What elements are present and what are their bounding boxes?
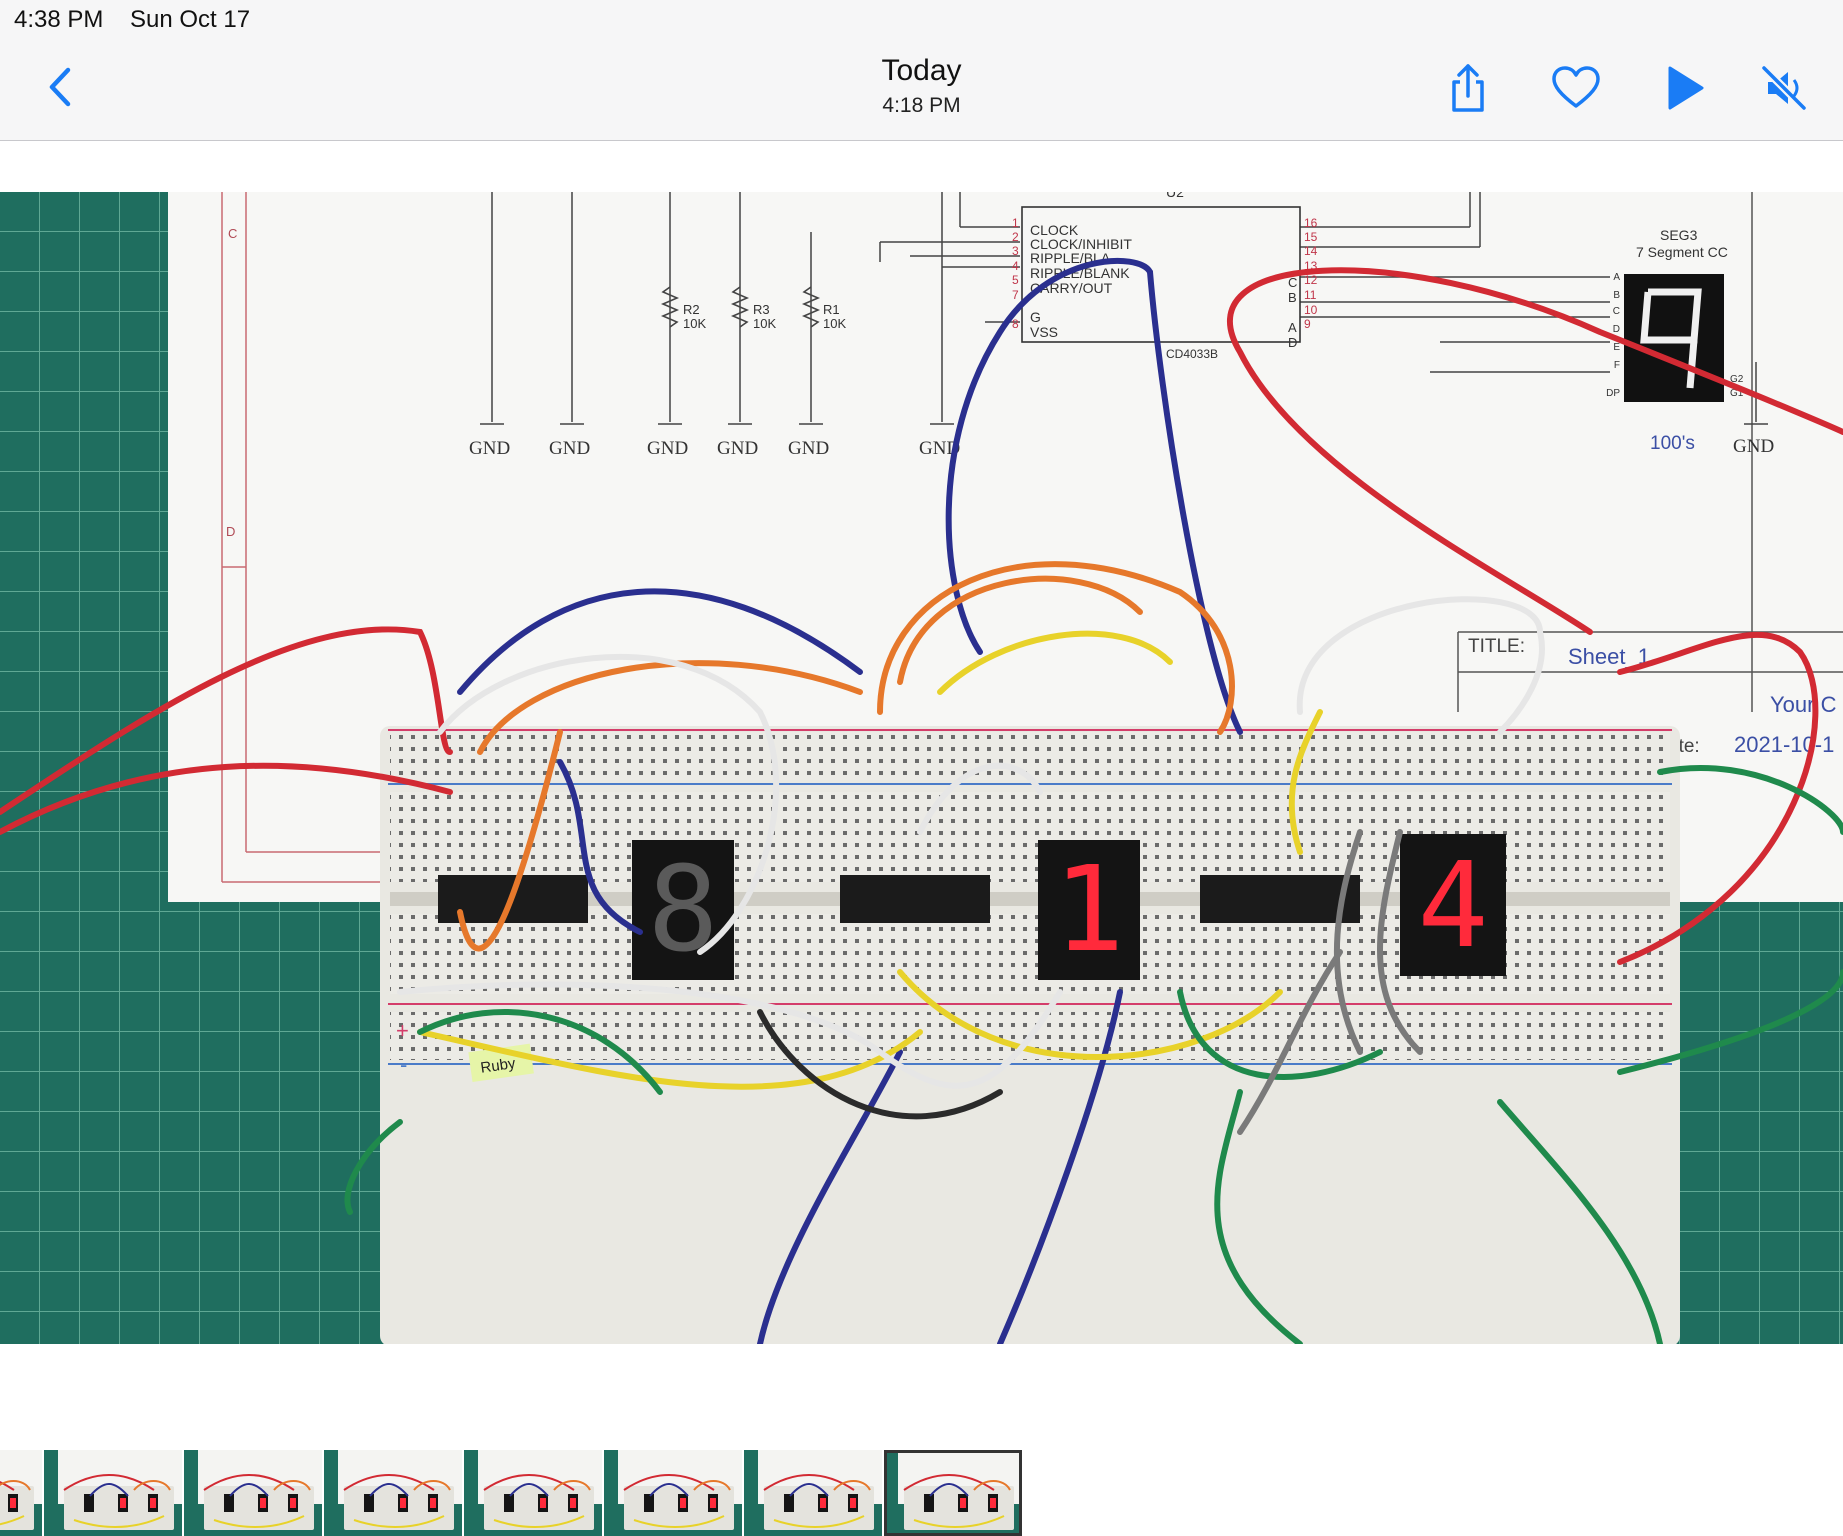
seg3-type: 7 Segment CC	[1636, 244, 1728, 260]
ic-pin9: 9	[1304, 317, 1311, 331]
ic-pin4: 4	[1012, 259, 1019, 273]
ic-pin16: 16	[1304, 216, 1318, 230]
display-middle-digit: 1	[1053, 840, 1124, 978]
border-label-c: C	[228, 226, 237, 241]
ic-pin15: 15	[1304, 230, 1318, 244]
status-time: 4:38 PM	[14, 6, 104, 33]
title-block-company: Your C	[1770, 692, 1837, 717]
gnd-label-4: GND	[717, 438, 758, 459]
ic-pin11: 11	[1304, 288, 1317, 302]
display-middle: 1	[1038, 840, 1140, 980]
schematic-seg3: SEG3 7 Segment CC A B C D E F DP G2 G1	[1606, 227, 1744, 454]
heart-icon	[1552, 66, 1600, 108]
filmstrip-thumb[interactable]	[744, 1450, 882, 1536]
back-button[interactable]	[36, 62, 86, 112]
ic-out-b: B	[1288, 290, 1297, 305]
seg3-pin-d: D	[1613, 324, 1620, 335]
resistor-r3-label: R3	[753, 302, 770, 317]
share-button[interactable]	[1440, 60, 1496, 116]
seg3-caption: 100's	[1650, 433, 1695, 454]
seg3-pin-f: F	[1614, 360, 1620, 371]
jumper-wires	[0, 257, 1843, 1347]
ic-pin-vss: VSS	[1030, 324, 1058, 340]
ic-pin14: 14	[1304, 244, 1318, 258]
ic-ref-label: U2	[1166, 192, 1184, 200]
filmstrip[interactable]	[0, 1450, 1030, 1536]
ic-pin-g: G	[1030, 309, 1041, 325]
resistor-r1-label: R1	[823, 302, 840, 317]
mute-button[interactable]	[1756, 60, 1812, 116]
filmstrip-thumb[interactable]	[324, 1450, 462, 1536]
resistor-r2-label: R2	[683, 302, 700, 317]
gnd-label-5: GND	[788, 438, 829, 459]
filmstrip-thumb[interactable]	[604, 1450, 742, 1536]
gnd-label-6: GND	[919, 438, 960, 459]
circuit-photo: R2 10K R3 10K R1 10K GND GND GND GND GND…	[0, 184, 1843, 1347]
seg3-pin-a: A	[1613, 272, 1620, 283]
ic-out-a: A	[1288, 320, 1297, 335]
ic-pin-clock-inhibit: CLOCK/INHIBIT	[1030, 236, 1132, 252]
display-right-digit: 4	[1417, 836, 1488, 974]
play-icon	[1668, 66, 1704, 110]
rail-plus-label: +	[396, 1018, 409, 1043]
seg3-pin-c: C	[1613, 306, 1620, 317]
ic-pin1: 1	[1012, 216, 1019, 230]
seg3-pin-b: B	[1613, 290, 1620, 301]
ic-pin2: 2	[1012, 230, 1019, 244]
nav-subtitle: 4:18 PM	[882, 94, 961, 117]
seg3-pin-g1: G1	[1730, 388, 1744, 399]
title-block-title-label: TITLE:	[1468, 636, 1525, 657]
nav-bar: Today 4:18 PM	[0, 40, 1843, 141]
ic-out-c: C	[1288, 275, 1297, 290]
seg3-pin-g2: G2	[1730, 374, 1744, 385]
display-left-digit: 8	[647, 840, 718, 978]
favorite-button[interactable]	[1548, 60, 1604, 116]
filmstrip-thumb[interactable]	[464, 1450, 602, 1536]
ic-pin12: 12	[1304, 273, 1318, 287]
title-block-date-value: 2021-10-1	[1734, 732, 1834, 757]
ic-pin8: 8	[1012, 317, 1019, 331]
ic-pin3: 3	[1012, 244, 1019, 258]
gnd-label-3: GND	[647, 438, 688, 459]
resistor-r1-value: 10K	[823, 316, 846, 331]
share-icon	[1452, 64, 1484, 112]
border-label-d: D	[226, 524, 235, 539]
gnd-label-2: GND	[549, 438, 590, 459]
seg3-name: SEG3	[1660, 227, 1698, 243]
ic-name: CD4033B	[1166, 347, 1218, 361]
display-right: 4	[1400, 834, 1506, 976]
filmstrip-thumb[interactable]	[0, 1450, 42, 1536]
ic-pin-clock: CLOCK	[1030, 222, 1079, 238]
ic-chip-3	[1200, 875, 1360, 923]
board-note-text: Ruby	[479, 1055, 517, 1077]
filmstrip-thumb[interactable]	[44, 1450, 182, 1536]
seg3-pin-dp: DP	[1606, 388, 1620, 399]
ic-chip-2	[840, 875, 990, 923]
breadboard: + - 8 1 4 Ruby	[380, 726, 1680, 1346]
gnd-label-7: GND	[1733, 436, 1774, 457]
ic-pin5: 5	[1012, 273, 1019, 287]
resistor-r2-value: 10K	[683, 316, 706, 331]
gnd-label-1: GND	[469, 438, 510, 459]
photo-view[interactable]: R2 10K R3 10K R1 10K GND GND GND GND GND…	[0, 184, 1843, 1347]
status-date: Sun Oct 17	[130, 6, 251, 33]
filmstrip-thumb[interactable]	[884, 1450, 1022, 1536]
filmstrip-thumb[interactable]	[184, 1450, 322, 1536]
ic-pin10: 10	[1304, 303, 1318, 317]
chevron-left-icon	[49, 67, 71, 107]
status-bar: 4:38 PM Sun Oct 17	[0, 0, 1843, 40]
play-button[interactable]	[1656, 60, 1712, 116]
seg3-pin-e: E	[1613, 342, 1620, 353]
speaker-muted-icon	[1761, 65, 1807, 111]
ic-out-d: D	[1288, 335, 1297, 350]
nav-title: Today	[881, 54, 962, 87]
display-left: 8	[632, 840, 734, 980]
rail-minus-label: -	[400, 1052, 407, 1077]
ic-pin7: 7	[1012, 288, 1019, 302]
resistor-r3-value: 10K	[753, 316, 776, 331]
